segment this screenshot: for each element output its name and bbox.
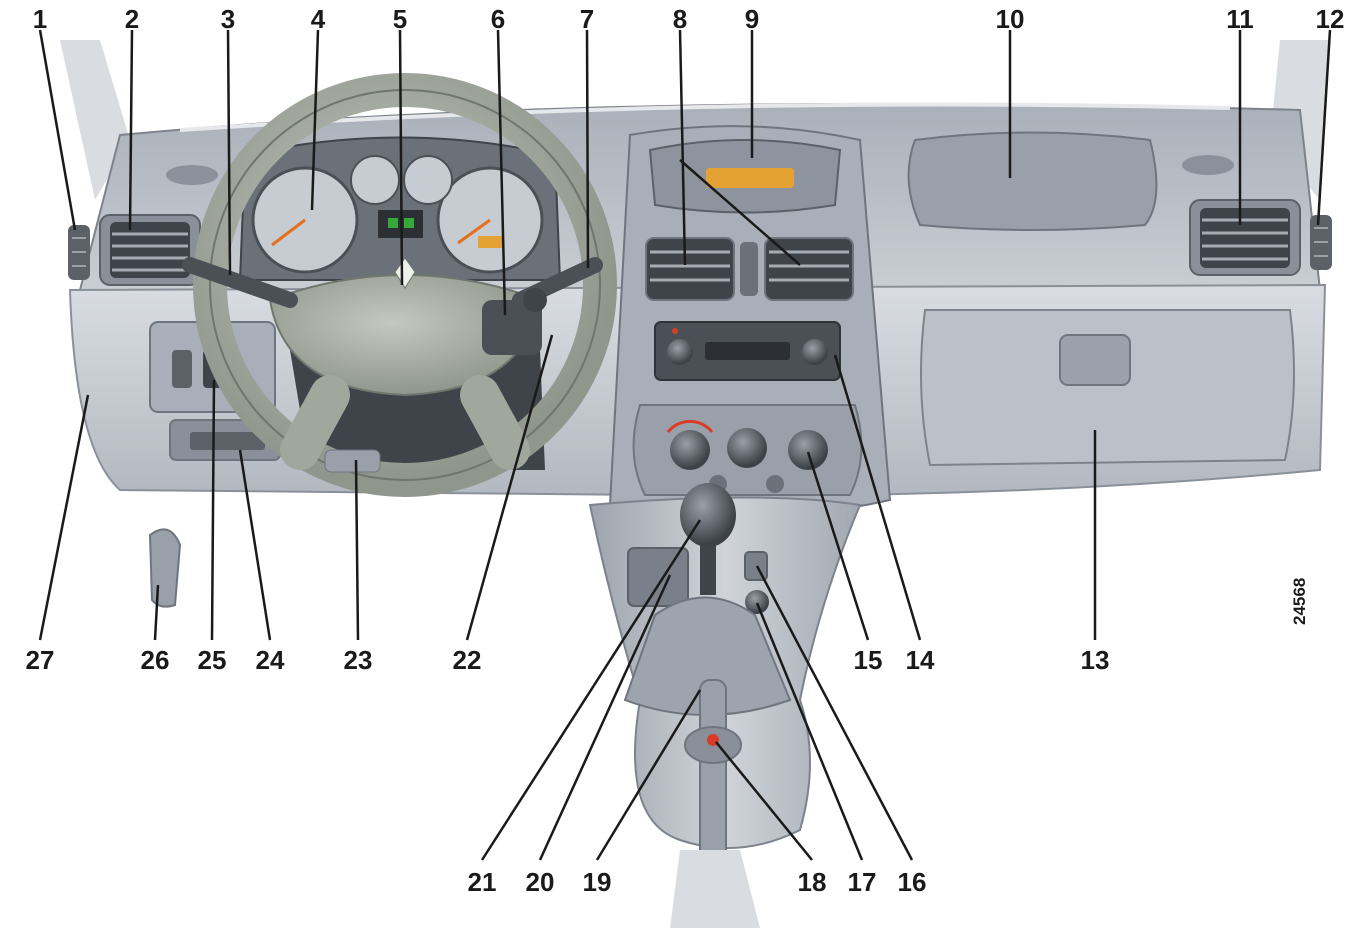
leader-1 <box>38 29 77 231</box>
callout-5: 5 <box>393 4 407 34</box>
callout-numbers-top: 1 2 3 4 5 6 7 8 9 10 11 12 <box>33 4 1345 34</box>
callout-6: 6 <box>491 4 505 34</box>
callout-8: 8 <box>673 4 687 34</box>
side-vent-right <box>1310 215 1332 270</box>
leader-15 <box>806 451 870 641</box>
leader-17 <box>755 602 864 861</box>
leader-22 <box>465 334 554 641</box>
leader-14 <box>833 354 922 641</box>
leader-19 <box>595 689 702 861</box>
leader-24 <box>238 449 272 641</box>
callout-11: 11 <box>1226 4 1254 34</box>
callout-25: 25 <box>198 645 227 675</box>
callout-4: 4 <box>311 4 326 34</box>
callout-19: 19 <box>583 867 612 897</box>
callout-2: 2 <box>125 4 139 34</box>
callout-26: 26 <box>141 645 170 675</box>
callout-9: 9 <box>745 4 759 34</box>
callout-27: 27 <box>26 645 55 675</box>
leader-27 <box>38 394 90 641</box>
callout-18: 18 <box>798 867 827 897</box>
leader-2 <box>128 29 134 231</box>
a-pillar-left <box>60 40 130 200</box>
leader-16 <box>755 565 914 861</box>
callout-20: 20 <box>526 867 555 897</box>
leader-5 <box>398 29 404 286</box>
glovebox <box>920 309 1295 467</box>
pedals <box>670 850 760 928</box>
leader-26 <box>153 584 160 641</box>
leader-8a <box>678 29 687 266</box>
leader-lines <box>38 29 1332 861</box>
stalks <box>182 257 603 473</box>
leader-8b <box>679 159 801 266</box>
leader-3 <box>226 29 232 276</box>
callout-12: 12 <box>1316 4 1345 34</box>
callout-22: 22 <box>453 645 482 675</box>
bonnet-release <box>148 528 182 608</box>
leader-12 <box>1316 29 1332 226</box>
instrument-cluster <box>238 136 562 281</box>
callout-7: 7 <box>580 4 594 34</box>
air-vent-right <box>1189 199 1301 276</box>
side-vent-left <box>68 225 90 280</box>
leader-23 <box>354 459 360 641</box>
leader-25 <box>210 379 216 641</box>
leader-18 <box>715 741 813 861</box>
callout-21: 21 <box>468 867 497 897</box>
leader-7 <box>585 29 590 269</box>
callout-23: 23 <box>344 645 373 675</box>
gear-lever <box>623 483 792 716</box>
heater-controls <box>632 404 863 496</box>
radio <box>654 321 841 381</box>
callout-24: 24 <box>256 645 285 675</box>
leader-21 <box>480 519 702 861</box>
callout-14: 14 <box>906 645 935 675</box>
callout-1: 1 <box>33 4 47 34</box>
callout-3: 3 <box>221 4 235 34</box>
callout-15: 15 <box>854 645 883 675</box>
steering-wheel <box>193 73 617 497</box>
leader-20 <box>538 574 672 861</box>
reference-number: 24568 <box>1290 578 1309 625</box>
callout-13: 13 <box>1081 645 1110 675</box>
callout-numbers-lower: 21 20 19 18 17 16 <box>468 867 927 897</box>
leader-4 <box>310 29 320 211</box>
callout-10: 10 <box>996 4 1025 34</box>
leader-6 <box>496 29 507 316</box>
center-vents <box>645 237 854 301</box>
callout-17: 17 <box>848 867 877 897</box>
passenger-airbag-panel <box>907 131 1158 231</box>
air-vent-left <box>99 214 201 286</box>
callout-16: 16 <box>898 867 927 897</box>
callout-numbers-bottom: 27 26 25 24 23 22 15 14 13 <box>26 645 1110 675</box>
